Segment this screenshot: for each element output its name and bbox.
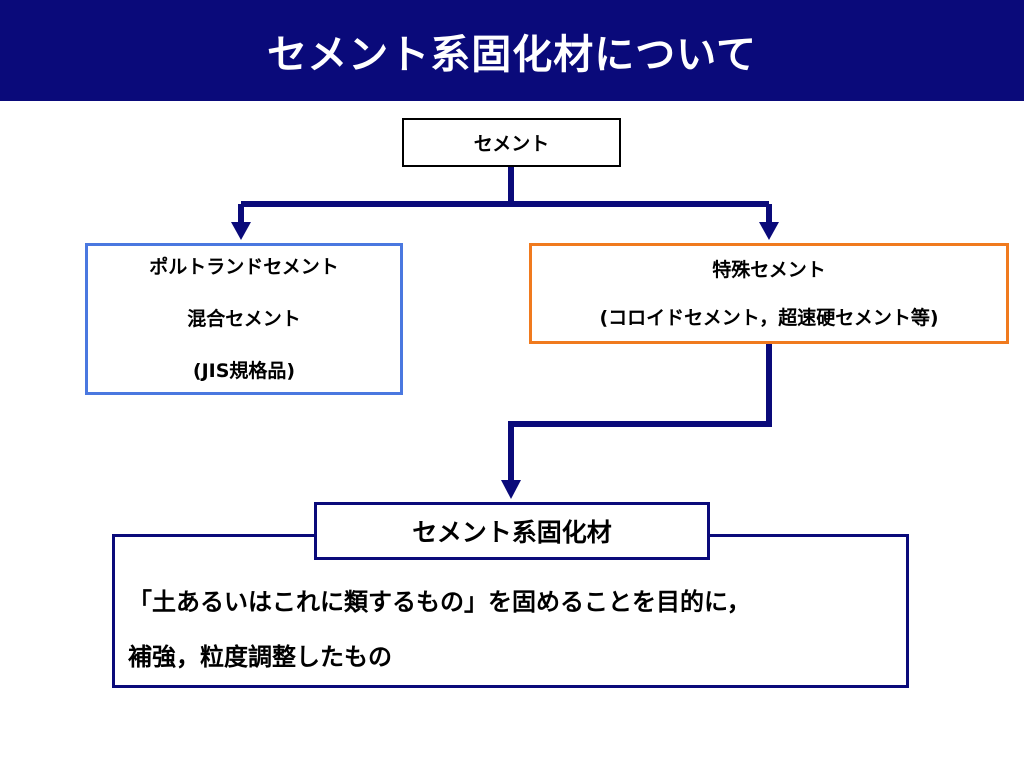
right-arrowhead — [759, 222, 779, 240]
left-arrowhead — [231, 222, 251, 240]
portland-cement-box: ポルトランドセメント 混合セメント (JIS規格品) — [85, 243, 403, 395]
definition-line-1: 「土あるいはこれに類するもの」を固めることを目的に， — [128, 588, 751, 616]
cement-label: セメント — [473, 133, 550, 155]
definition-box: 「土あるいはこれに類するもの」を固めることを目的に， 補強，粒度調整したもの — [112, 534, 909, 688]
definition-line-2: 補強，粒度調整したもの — [128, 643, 392, 671]
portland-cement-label: ポルトランドセメント — [149, 256, 339, 278]
special-cement-examples: (コロイドセメント，超速硬セメント等) — [599, 306, 939, 329]
mixed-cement-label: 混合セメント — [187, 308, 301, 330]
cement-box: セメント — [402, 118, 621, 167]
title-bar: セメント系固化材について — [0, 0, 1024, 101]
page-title: セメント系固化材について — [267, 31, 757, 78]
special-to-def-line — [508, 344, 772, 482]
jis-standard-label: (JIS規格品) — [192, 360, 296, 382]
cement-solidifier-title-box: セメント系固化材 — [314, 502, 710, 560]
special-cement-box: 特殊セメント (コロイドセメント，超速硬セメント等) — [529, 243, 1009, 344]
def-arrowhead — [501, 480, 521, 499]
cement-solidifier-title: セメント系固化材 — [412, 518, 612, 547]
special-cement-label: 特殊セメント — [712, 258, 826, 281]
